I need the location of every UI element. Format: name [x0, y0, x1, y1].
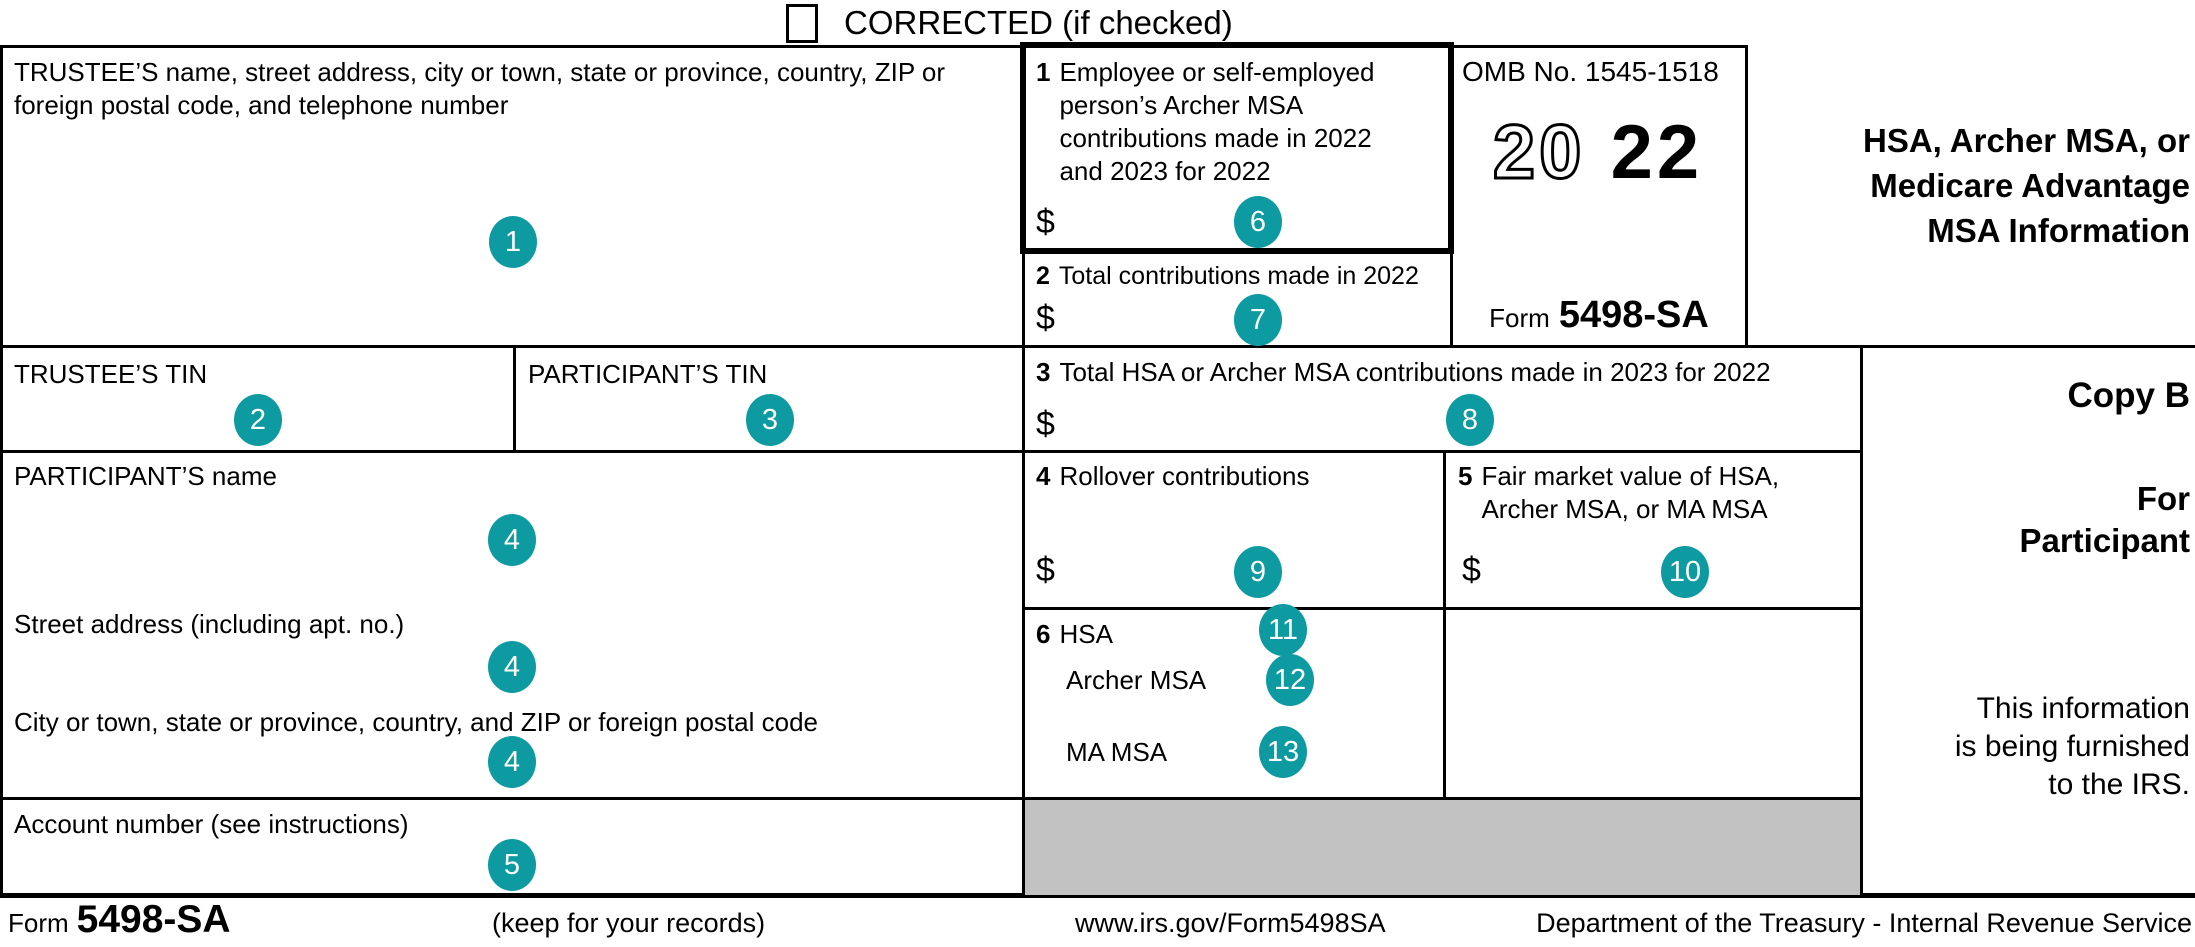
field-marker-4-street[interactable]: 4 [488, 641, 536, 693]
shaded-area [1025, 800, 1860, 895]
field-marker-1[interactable]: 1 [489, 216, 537, 268]
box4-number: 4 [1036, 461, 1051, 491]
department-label: Department of the Treasury - Internal Re… [1536, 908, 2192, 938]
border-mid-vertical [1022, 45, 1025, 898]
box2-label: Total contributions made in 2022 [1058, 262, 1419, 290]
field-marker-11[interactable]: 11 [1259, 604, 1307, 656]
tax-year: 20 22 [1478, 109, 1718, 197]
border-box45-divider [1443, 453, 1446, 797]
footer-form-number: 5498-SA [76, 898, 231, 941]
copy-recipient: For Participant [1880, 478, 2190, 562]
box3-dollar-sign: $ [1036, 405, 1055, 443]
border-box45-bottom [1022, 607, 1863, 610]
form-title-line: MSA Information [1927, 212, 2190, 249]
field-marker-5[interactable]: 5 [488, 839, 536, 891]
participant-tin-label: PARTICIPANT’S TIN [528, 359, 768, 389]
footer-form-name: Form 5498-SA [8, 898, 231, 942]
field-marker-10[interactable]: 10 [1661, 546, 1709, 598]
box1-label: Employee or self-employed person’s Arche… [1059, 57, 1375, 186]
furnished-notice-line: is being furnished [1954, 730, 2190, 763]
form-title-line: HSA, Archer MSA, or [1862, 122, 2190, 159]
copy-designation: Copy B [2067, 376, 2191, 415]
year-bold-digits: 22 [1611, 116, 1704, 195]
box6-item-archer-label: Archer MSA [1066, 665, 1207, 695]
trustee-tin-label: TRUSTEE’S TIN [14, 359, 208, 389]
box4-label: Rollover contributions [1059, 461, 1310, 491]
field-marker-3[interactable]: 3 [746, 394, 794, 446]
box5-label-line: Fair market value of HSA, [1481, 461, 1780, 491]
copy-recipient-line: For [2136, 480, 2190, 517]
box2-dollar-sign: $ [1036, 299, 1055, 337]
box6-item-mamsa-label: MA MSA [1066, 737, 1168, 767]
border-tin-bottom [0, 450, 1863, 453]
field-marker-13[interactable]: 13 [1259, 726, 1307, 778]
field-marker-2[interactable]: 2 [234, 394, 282, 446]
field-marker-4-name[interactable]: 4 [488, 514, 536, 566]
furnished-notice-line: to the IRS. [2048, 768, 2190, 801]
border-top [0, 45, 1748, 48]
box5-dollar-sign: $ [1462, 551, 1481, 589]
border-account-top [0, 797, 1863, 800]
box3-label: Total HSA or Archer MSA contributions ma… [1059, 357, 1771, 387]
border-tin-divider [513, 348, 516, 450]
form-prefix: Form [1489, 303, 1550, 333]
box6-number: 6 [1036, 619, 1051, 649]
copy-recipient-line: Participant [2019, 522, 2190, 559]
box3-number: 3 [1036, 357, 1051, 387]
field-marker-4-city[interactable]: 4 [488, 736, 536, 788]
svg-text:20 22: 20 22 [1493, 116, 1703, 195]
box4-dollar-sign: $ [1036, 551, 1055, 589]
participant-name-label: PARTICIPANT’S name [14, 461, 277, 491]
trustee-info-label: TRUSTEE’S name, street address, city or … [14, 57, 946, 120]
field-marker-6[interactable]: 6 [1234, 196, 1282, 248]
account-number-label: Account number (see instructions) [14, 809, 409, 839]
box1-number: 1 [1036, 57, 1051, 87]
border-box2-omb-divider [1450, 252, 1453, 345]
box5-number: 5 [1458, 461, 1473, 491]
field-marker-9[interactable]: 9 [1234, 546, 1282, 598]
field-marker-12[interactable]: 12 [1266, 654, 1314, 706]
city-label: City or town, state or province, country… [14, 707, 818, 737]
box6-item-hsa-label: HSA [1059, 619, 1113, 649]
border-bottom [0, 893, 2195, 898]
form-title: HSA, Archer MSA, or Medicare Advantage M… [1765, 118, 2190, 253]
border-right [1860, 348, 1863, 898]
keep-for-records: (keep for your records) [492, 908, 766, 938]
border-row1-bottom [0, 345, 2195, 348]
form-name-header: Form 5498-SA [1450, 294, 1748, 337]
form-number: 5498-SA [1558, 294, 1709, 336]
border-left [0, 45, 3, 898]
street-address-label: Street address (including apt. no.) [14, 609, 405, 639]
omb-number: OMB No. 1545-1518 [1462, 56, 1719, 87]
box1-dollar-sign: $ [1036, 203, 1055, 241]
box2-number: 2 [1036, 262, 1050, 290]
field-marker-7[interactable]: 7 [1234, 294, 1282, 346]
border-omb-right [1745, 45, 1748, 348]
irs-url[interactable]: www.irs.gov/Form5498SA [1075, 908, 1386, 938]
box1-frame [1020, 42, 1454, 254]
footer-form-prefix: Form [8, 908, 69, 938]
furnished-notice: This information is being furnished to t… [1880, 690, 2190, 804]
field-marker-8[interactable]: 8 [1446, 394, 1494, 446]
furnished-notice-line: This information [1976, 692, 2190, 725]
year-outline-digits: 20 [1493, 116, 1586, 195]
corrected-checkbox[interactable] [786, 4, 818, 43]
box5-label-line: Archer MSA, or MA MSA [1481, 494, 1768, 524]
form-title-line: Medicare Advantage [1870, 167, 2190, 204]
corrected-label: CORRECTED (if checked) [844, 4, 1233, 41]
